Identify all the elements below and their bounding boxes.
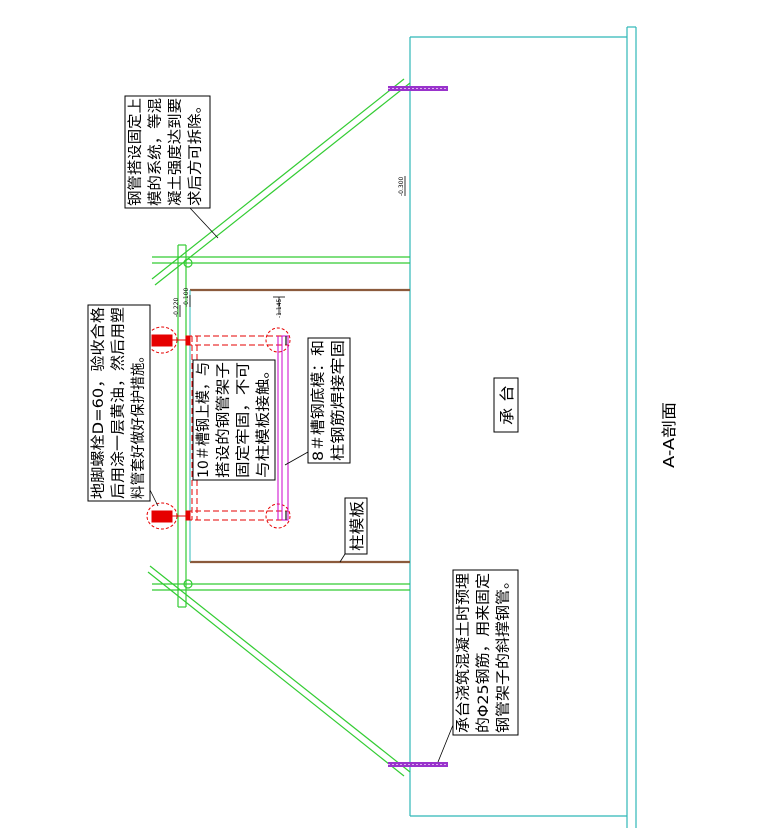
scaffold-post — [177, 244, 193, 608]
svg-text:料管套好做好保护措施。: 料管套好做好保护措施。 — [130, 349, 147, 499]
note-embedded-rebar: 承台浇筑混凝土时预埋 的Φ25钢筋，用来固定 钢管架子的斜撑钢管。 — [437, 569, 519, 763]
svg-text:A-A剖面: A-A剖面 — [660, 402, 678, 468]
diagonal-brace-top — [151, 78, 411, 286]
svg-text:承 台: 承 台 — [498, 385, 516, 425]
scaffold-tube-bottom — [152, 583, 410, 591]
svg-text:钢管架子的斜撑钢管。: 钢管架子的斜撑钢管。 — [495, 573, 512, 733]
svg-text:-0.300: -0.300 — [398, 176, 405, 196]
svg-text:凝土强度达到要: 凝土强度达到要 — [167, 98, 184, 206]
svg-text:8＃槽钢底模：和: 8＃槽钢底模：和 — [310, 340, 327, 461]
elevation-marker-1: -0.220 — [173, 297, 181, 317]
svg-text:钢管搭设固定上: 钢管搭设固定上 — [127, 98, 144, 206]
embedded-rebar-bottom — [388, 762, 448, 767]
scaffold-tube-top — [152, 256, 410, 264]
svg-text:模的系统，等混: 模的系统，等混 — [146, 98, 164, 206]
svg-text:-0.100: -0.100 — [183, 287, 190, 307]
note-scaffold-removal: 钢管搭设固定上 模的系统，等混 凝土强度达到要 求后方可拆除。 — [124, 95, 219, 239]
elevation-marker-4: -0.300 — [398, 176, 406, 196]
svg-text:柱模板: 柱模板 — [348, 501, 366, 551]
anchor-bolts — [151, 334, 191, 523]
svg-text:地脚螺栓D=60，验收合格: 地脚螺栓D=60，验收合格 — [90, 306, 107, 499]
column-formwork — [190, 288, 410, 564]
channel-steel-bottom-form — [277, 335, 289, 521]
elevation-marker-2: -0.100 — [183, 287, 191, 307]
note-channel-top-form: 10＃槽钢上模，与 搭设的钢管架子 固定牢固，不可 与柱模板接触。 — [192, 359, 276, 481]
label-pile-cap: 承 台 — [493, 377, 519, 433]
svg-text:10＃槽钢上模，与: 10＃槽钢上模，与 — [195, 362, 212, 478]
pile-cap — [409, 26, 637, 828]
svg-text:-0.220: -0.220 — [173, 297, 180, 317]
svg-text:的Φ25钢筋，用来固定: 的Φ25钢筋，用来固定 — [475, 573, 492, 733]
diagonal-brace-bottom — [147, 565, 411, 777]
svg-text:-1.145: -1.145 — [276, 298, 283, 318]
svg-text:柱钢筋焊接牢固: 柱钢筋焊接牢固 — [330, 340, 347, 461]
svg-text:搭设的钢管架子: 搭设的钢管架子 — [215, 362, 232, 478]
elevation-marker-3: -1.145 — [273, 296, 285, 318]
svg-text:固定牢固，不可: 固定牢固，不可 — [235, 362, 252, 478]
embedded-rebar-top — [388, 86, 448, 91]
svg-text:承台浇筑混凝土时预埋: 承台浇筑混凝土时预埋 — [455, 573, 472, 733]
svg-text:与柱模板接触。: 与柱模板接触。 — [254, 362, 272, 478]
section-title: A-A剖面 — [660, 402, 678, 468]
label-column-formwork: 柱模板 — [339, 497, 368, 563]
svg-text:后用涂一层黄油，然后用塑: 后用涂一层黄油，然后用塑 — [110, 307, 127, 499]
note-channel-bottom-form: 8＃槽钢底模：和 柱钢筋焊接牢固 — [284, 337, 351, 466]
note-anchor-bolt: 地脚螺栓D=60，验收合格 后用涂一层黄油，然后用塑 料管套好做好保护措施。 — [87, 304, 159, 507]
svg-text:求后方可拆除。: 求后方可拆除。 — [187, 98, 204, 206]
